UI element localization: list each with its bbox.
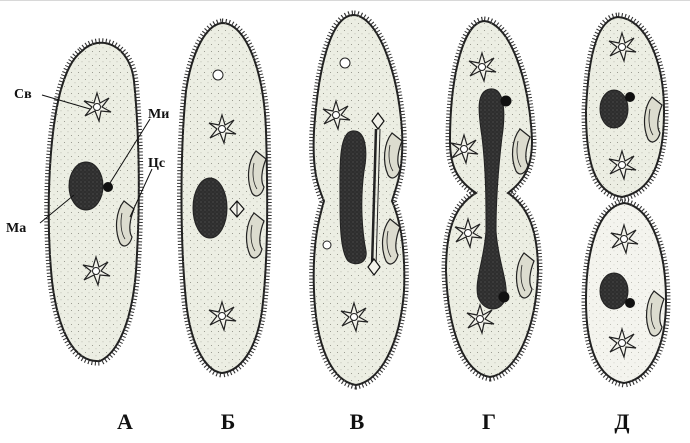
cell-e bbox=[586, 17, 666, 383]
callout-mi: Ми bbox=[148, 107, 169, 123]
stage-label-b: Б bbox=[198, 409, 258, 435]
cell-e-top-micronucleus bbox=[625, 92, 635, 102]
callout-cs: Цс bbox=[148, 156, 165, 172]
stage-label-a: А bbox=[95, 409, 155, 435]
cell-d-micronucleus-bottom bbox=[499, 292, 510, 303]
stage-label-d: Г bbox=[459, 409, 519, 435]
cell-c-macronucleus bbox=[340, 131, 366, 264]
cell-a bbox=[40, 43, 152, 361]
callout-sv: Св bbox=[14, 87, 32, 103]
cell-e-top-macronucleus bbox=[600, 90, 628, 128]
cell-d bbox=[446, 21, 538, 377]
cell-e-bottom-macronucleus bbox=[600, 273, 628, 309]
cell-a-macronucleus bbox=[69, 162, 103, 210]
cell-a-micronucleus bbox=[103, 182, 113, 192]
stage-label-c: В bbox=[327, 409, 387, 435]
callout-ma: Ма bbox=[6, 221, 26, 237]
cell-c bbox=[314, 15, 405, 385]
stage-label-e: Д bbox=[592, 409, 652, 435]
cell-b bbox=[182, 23, 268, 373]
cell-b-macronucleus bbox=[193, 178, 227, 238]
cell-e-bottom-micronucleus bbox=[625, 298, 635, 308]
cell-d-micronucleus-top bbox=[501, 96, 512, 107]
